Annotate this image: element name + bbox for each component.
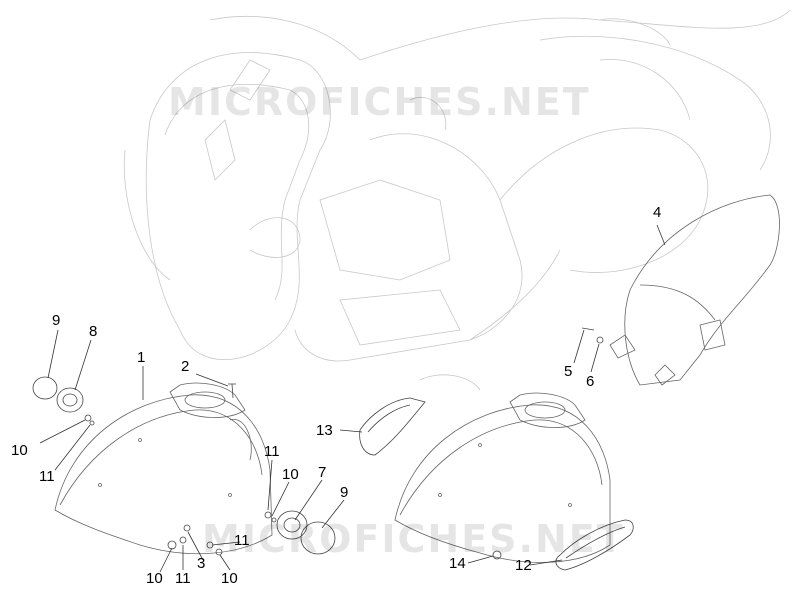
callout-9-left: 9	[52, 312, 61, 329]
callout-10-d: 10	[221, 570, 238, 587]
callout-10-c: 10	[146, 570, 163, 587]
callout-11-a: 11	[39, 468, 55, 485]
callout-14: 14	[449, 555, 466, 572]
callout-11-d: 11	[175, 570, 191, 587]
front-mudguard-variant	[394, 392, 611, 563]
front-mudguard-part-1	[54, 382, 273, 555]
callout-11-c: 11	[234, 532, 250, 549]
callout-13: 13	[316, 422, 333, 439]
callout-9-right: 9	[340, 484, 349, 501]
trim-part-12	[555, 519, 634, 571]
callout-4: 4	[653, 204, 662, 221]
callout-7: 7	[318, 464, 327, 481]
trim-part-13	[359, 397, 426, 456]
callout-10-b: 10	[282, 466, 299, 483]
callout-6: 6	[586, 373, 595, 390]
callout-1: 1	[137, 349, 146, 366]
callout-5: 5	[564, 363, 573, 380]
callout-2: 2	[181, 358, 190, 375]
hardware-nuts-washers	[84, 414, 277, 556]
nut-part-14	[492, 550, 502, 560]
washer-part-6	[596, 336, 604, 344]
badge-part-9-right	[300, 521, 336, 555]
screw-part-2	[228, 383, 236, 399]
leader-lines	[39, 224, 666, 573]
callout-3: 3	[197, 555, 206, 572]
badge-holder-part-8	[56, 387, 84, 413]
scooter-body-outline	[123, 9, 791, 391]
callout-11-b: 11	[264, 443, 280, 460]
rear-mudguard-part-4	[609, 194, 780, 386]
callout-12: 12	[515, 557, 532, 574]
screw-part-5	[581, 327, 595, 331]
callout-10-a: 10	[11, 442, 28, 459]
badge-holder-part-7	[276, 510, 308, 540]
badge-part-9-left	[32, 376, 58, 400]
callout-8: 8	[89, 323, 98, 340]
